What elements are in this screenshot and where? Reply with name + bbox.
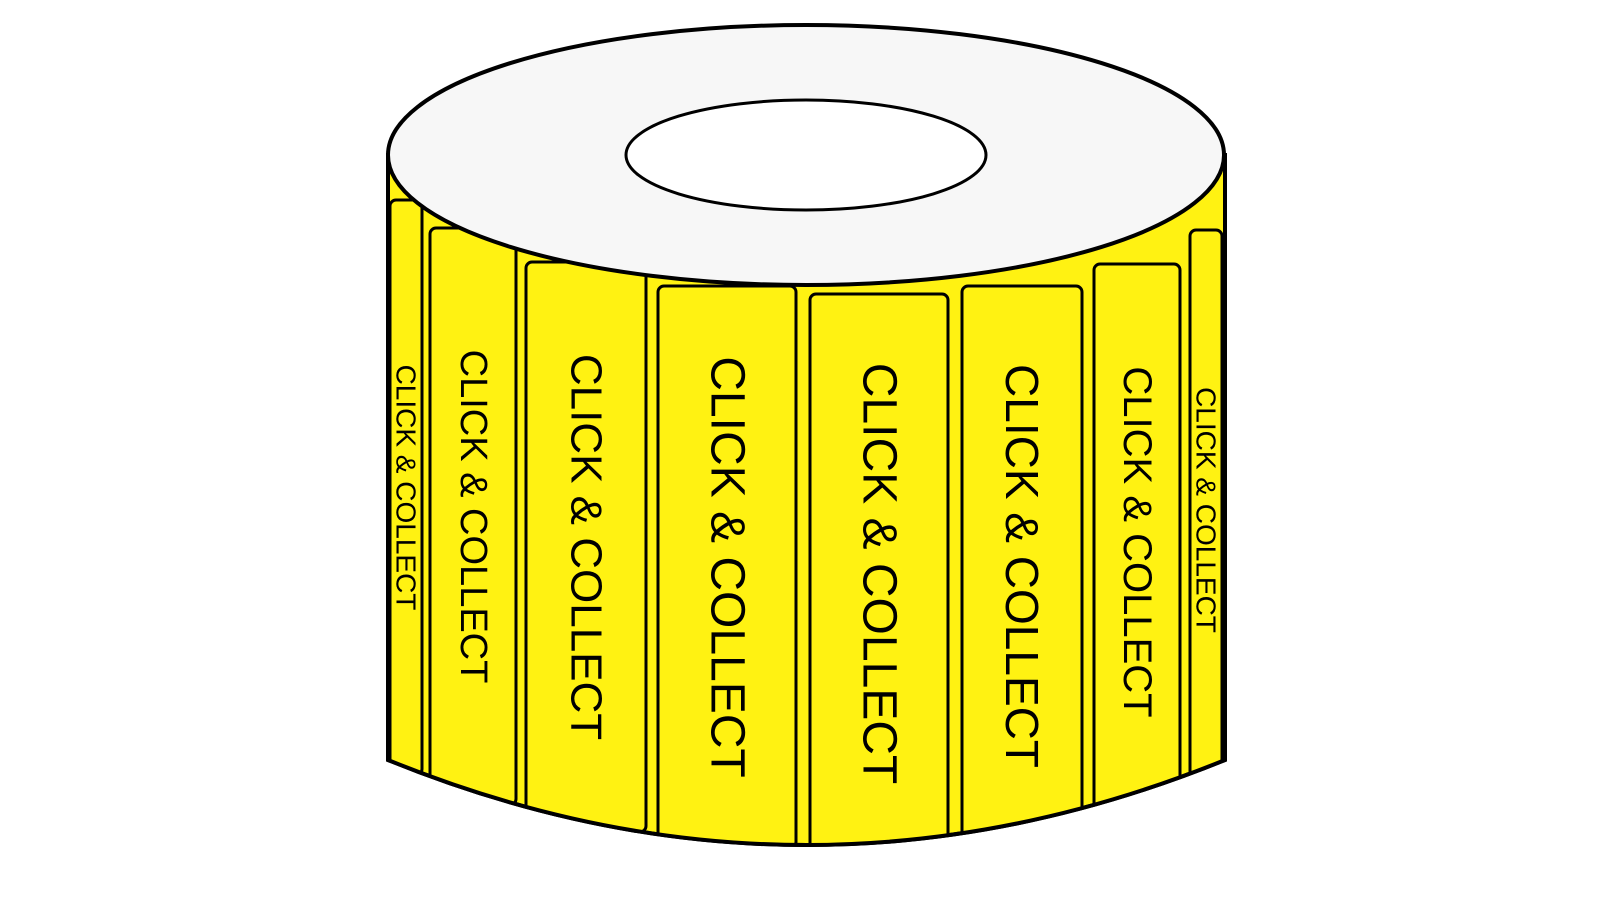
roll-side-outline <box>386 155 1227 847</box>
label-strip <box>656 284 798 845</box>
roll-core-hole <box>624 98 988 212</box>
label-strip-text: CLICK & COLLECT <box>562 354 611 740</box>
label-strip-text: CLICK & COLLECT <box>701 356 754 777</box>
label-strip-text: CLICK & COLLECT <box>452 350 494 684</box>
label-strip <box>808 292 950 845</box>
label-strip-text: CLICK & COLLECT <box>1191 387 1222 633</box>
label-strip-text: CLICK & COLLECT <box>996 364 1048 768</box>
label-strip-text: CLICK & COLLECT <box>1115 366 1159 717</box>
label-strip <box>960 284 1084 845</box>
label-strip-text: CLICK & COLLECT <box>853 363 906 784</box>
label-strips: CLICK & COLLECT CLICK & COLLECT CLICK & CO… <box>388 198 1224 845</box>
label-strip-text: CLICK & COLLECT <box>391 365 422 611</box>
